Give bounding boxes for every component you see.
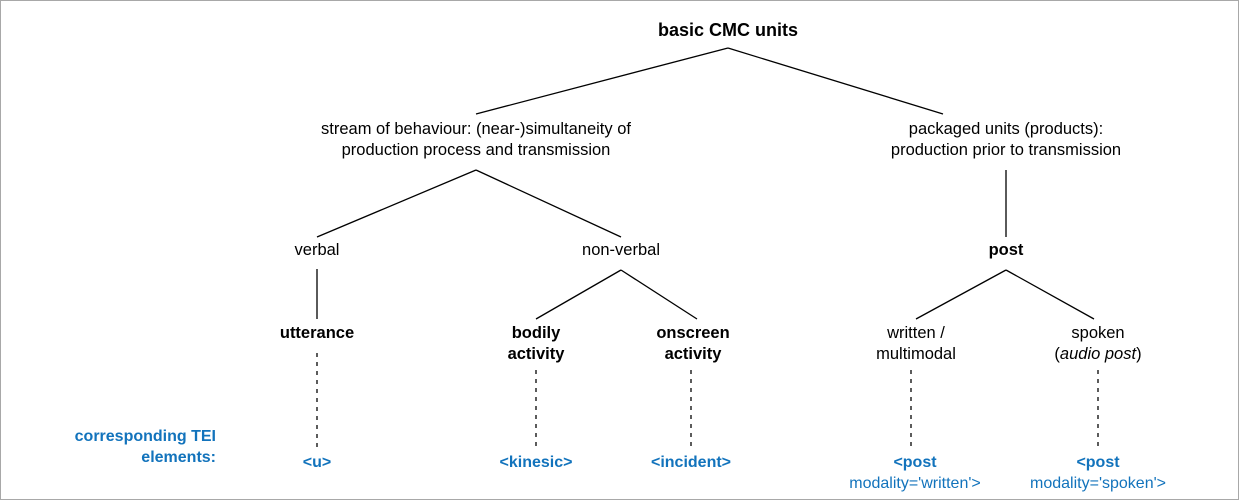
paren-close: ) xyxy=(1136,345,1142,364)
tei-element-post-written-line2: modality='written'> xyxy=(849,474,981,492)
node-onscreen-activity-line2: activity xyxy=(664,345,722,364)
node-non-verbal-label: non-verbal xyxy=(582,241,660,259)
tei-element-post-written: <post modality='written'> xyxy=(849,453,981,495)
edge-root-to-stream xyxy=(475,47,729,115)
node-packaged-units: packaged units (products): production pr… xyxy=(891,119,1121,161)
node-onscreen-activity: onscreen activity xyxy=(656,323,729,365)
tei-element-post-spoken-line1: <post xyxy=(1076,454,1120,471)
node-stream-of-behaviour: stream of behaviour: (near-)simultaneity… xyxy=(321,119,631,161)
node-written-multimodal-line2: multimodal xyxy=(876,345,956,364)
node-spoken-audio-post-line2: (audio post) xyxy=(1054,344,1141,365)
edge-stream-to-verbal xyxy=(316,169,477,238)
tei-element-u-label: <u> xyxy=(302,454,332,471)
node-bodily-activity: bodily activity xyxy=(508,323,565,365)
paren-open: ( xyxy=(1054,345,1060,364)
tei-element-kinesic: <kinesic> xyxy=(500,453,573,474)
node-non-verbal: non-verbal xyxy=(582,240,660,261)
edge-nonverbal-to-bodily xyxy=(535,269,622,320)
node-written-multimodal: written / multimodal xyxy=(876,323,956,365)
node-post: post xyxy=(989,240,1024,261)
tei-legend-line2: elements: xyxy=(141,448,216,466)
tei-legend-line1: corresponding TEI xyxy=(74,428,216,445)
tei-element-post-spoken: <post modality='spoken'> xyxy=(1030,453,1166,495)
edge-stream-to-nonverbal xyxy=(475,169,622,238)
node-basic-cmc-units: basic CMC units xyxy=(658,19,798,42)
tei-element-kinesic-label: <kinesic> xyxy=(499,454,573,471)
node-stream-of-behaviour-line2: production process and transmission xyxy=(341,141,611,160)
node-spoken-audio-post-line1: spoken xyxy=(1071,324,1125,342)
tei-element-post-spoken-line2: modality='spoken'> xyxy=(1030,474,1166,492)
node-bodily-activity-line2: activity xyxy=(507,345,565,364)
audio-post-italic: audio post xyxy=(1059,345,1137,364)
node-basic-cmc-units-label: basic CMC units xyxy=(657,20,799,40)
node-packaged-units-line1: packaged units (products): xyxy=(908,120,1104,138)
node-post-label: post xyxy=(988,241,1024,259)
edge-nonverbal-to-onscreen xyxy=(620,269,698,320)
node-bodily-activity-line1: bodily xyxy=(511,324,561,342)
tei-element-incident: <incident> xyxy=(651,453,731,474)
tei-element-post-written-line1: <post xyxy=(893,454,937,471)
node-verbal-label: verbal xyxy=(294,241,340,259)
node-utterance-label: utterance xyxy=(279,324,355,342)
edge-root-to-packaged xyxy=(727,47,944,115)
node-onscreen-activity-line1: onscreen xyxy=(656,324,730,342)
node-utterance: utterance xyxy=(280,323,354,344)
node-packaged-units-line2: production prior to transmission xyxy=(890,141,1122,160)
edge-post-to-spoken xyxy=(1005,269,1095,320)
tei-element-u: <u> xyxy=(303,453,331,474)
tei-legend: corresponding TEI elements: xyxy=(31,427,216,469)
tei-element-incident-label: <incident> xyxy=(650,454,732,471)
node-verbal: verbal xyxy=(295,240,340,261)
node-written-multimodal-line1: written / xyxy=(887,324,945,342)
node-stream-of-behaviour-line1: stream of behaviour: (near-)simultaneity… xyxy=(321,120,631,138)
edge-post-to-written xyxy=(915,269,1007,320)
node-spoken-audio-post: spoken (audio post) xyxy=(1054,323,1141,365)
